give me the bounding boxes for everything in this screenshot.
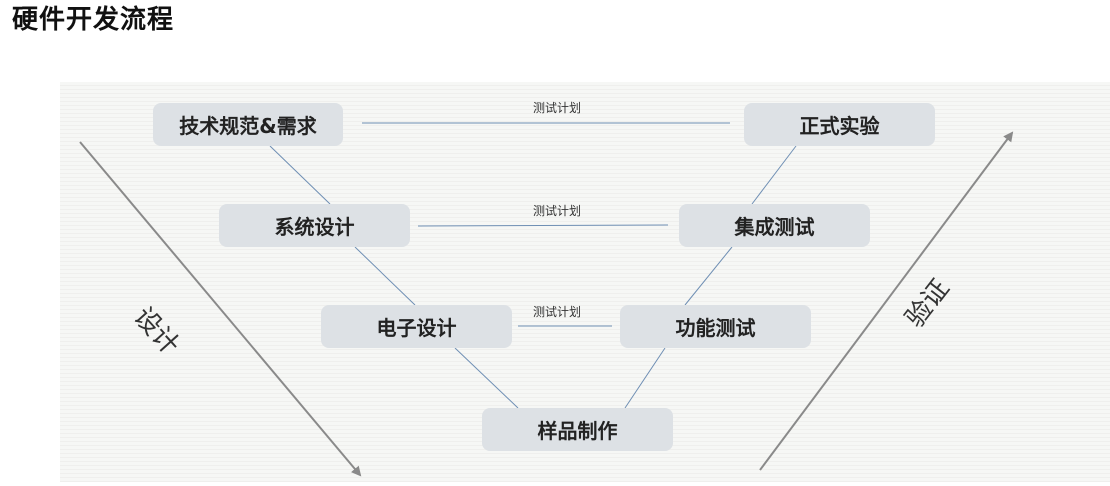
node-system-design: 系统设计 [219, 204, 410, 247]
v-line-functional-to-integration [684, 246, 733, 306]
v-line-integration-to-formal [751, 145, 797, 205]
verify-arrow [759, 131, 1014, 471]
v-line-electronic-to-sample [454, 347, 519, 409]
design-arrow [79, 141, 362, 477]
node-functional-test: 功能测试 [620, 305, 811, 348]
node-tech-spec: 技术规范&需求 [153, 103, 343, 146]
test-plan-line-middle [417, 224, 669, 227]
page-title: 硬件开发流程 [12, 5, 175, 35]
v-line-system-to-electronic [354, 246, 416, 306]
test-plan-label-middle: 测试计划 [533, 204, 582, 218]
test-plan-label-bottom: 测试计划 [533, 305, 582, 319]
test-plan-label-top: 测试计划 [533, 101, 582, 115]
node-formal-experiment: 正式实验 [744, 103, 935, 146]
node-sample-making: 样品制作 [482, 408, 673, 451]
node-integration-test: 集成测试 [679, 204, 870, 247]
node-electronic-design: 电子设计 [321, 305, 512, 348]
v-line-spec-to-system [269, 145, 331, 205]
v-line-sample-to-functional [624, 347, 666, 409]
